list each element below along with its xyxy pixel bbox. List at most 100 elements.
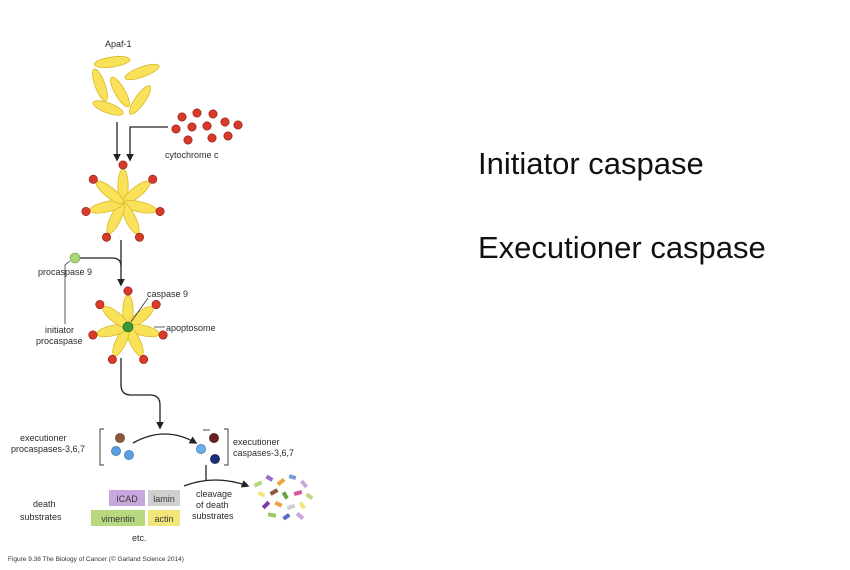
substrate-actin-box (148, 510, 180, 526)
fragment (305, 492, 314, 500)
cytochrome-c (171, 124, 181, 134)
cytochrome-c (202, 121, 212, 131)
cytochrome-c (155, 206, 165, 216)
cytochrome-c (158, 330, 168, 340)
cytochrome-c (148, 174, 158, 184)
cytochrome-c (183, 135, 193, 145)
arrow-cleavage (183, 479, 250, 488)
fragment (281, 491, 289, 500)
cleavage-label-2: of death (196, 500, 229, 510)
cytochrome-c (207, 133, 217, 143)
fragment (265, 474, 274, 482)
cytochrome-c (95, 300, 105, 310)
apaf1-monomer (124, 63, 160, 81)
fragment (286, 503, 296, 511)
procaspase-blue (124, 450, 134, 460)
procaspase-blue (111, 446, 121, 456)
exec-procaspases-bracket (99, 428, 104, 466)
substrate-lamin-box (148, 490, 180, 506)
fragment (269, 488, 279, 496)
substrate-lamin: lamin (153, 494, 175, 504)
death-substrates-label-2: substrates (20, 512, 62, 522)
cytochrome-c (123, 286, 133, 296)
fragment (253, 480, 263, 488)
fragment (257, 491, 266, 498)
cytochrome-c (139, 354, 149, 364)
initiator-procaspase-label-1: initiator (45, 325, 74, 335)
fragment (261, 500, 271, 510)
fragment (299, 479, 309, 489)
cytochrome-c (134, 232, 144, 242)
apoptosome-label: apoptosome (166, 323, 216, 333)
etc-label: etc. (132, 533, 147, 543)
figure-caption: Figure 9.38 The Biology of Cancer (© Gar… (8, 555, 184, 563)
substrate-icad: ICAD (116, 494, 138, 504)
apaf1-monomers (92, 56, 160, 116)
apaf1-monomer (92, 68, 108, 102)
cytochrome-c-label: cytochrome c (165, 150, 219, 160)
cytochrome-c (107, 354, 117, 364)
fragment (293, 490, 303, 496)
cytochrome-c (102, 232, 112, 242)
fragment (274, 500, 283, 508)
apaf1-monomer (93, 56, 131, 68)
apaf1-monomer (92, 100, 124, 116)
cytochrome-c (177, 112, 187, 122)
fragment (267, 512, 277, 518)
slide-item-initiator-caspase: Initiator caspase (478, 146, 704, 181)
cleaved-fragments (253, 474, 314, 521)
cleavage-label-3: substrates (192, 511, 234, 521)
initiator-procaspase-pointer (64, 260, 71, 324)
apoptosome-star-2 (88, 286, 168, 364)
caspase-navy (210, 454, 220, 464)
fragment (276, 477, 286, 487)
substrate-vimentin-box (91, 510, 145, 526)
arrow-cyto-down (126, 126, 168, 162)
apoptosome-star-1 (81, 160, 165, 242)
cytochrome-c (88, 174, 98, 184)
substrate-actin: actin (154, 514, 173, 524)
substrate-icad-box (109, 490, 145, 506)
exec-caspases-bracket (224, 428, 229, 466)
fragment (288, 474, 297, 480)
apaf1-monomer (129, 85, 151, 115)
cleavage-label-1: cleavage (196, 489, 232, 499)
cytochrome-c (208, 109, 218, 119)
cytochrome-c (220, 117, 230, 127)
exec-procaspases-label-2: procaspases-3,6,7 (11, 444, 85, 454)
substrate-vimentin: vimentin (101, 514, 135, 524)
apaf1-label: Apaf-1 (105, 39, 132, 49)
exec-caspases-label-1: executioner (233, 437, 280, 447)
arrow-exec-activation (132, 433, 198, 444)
initiator-procaspase-label-2: procaspase (36, 336, 83, 346)
slide-item-executioner-caspase: Executioner caspase (478, 230, 766, 265)
procaspase-9 (69, 252, 81, 264)
death-substrates-label-1: death (33, 499, 56, 509)
recruit-arrows (78, 240, 125, 287)
assembly-arrows (113, 122, 168, 162)
caspase-9-pointer (130, 297, 149, 323)
fragment (282, 513, 291, 521)
cytochrome-c (192, 108, 202, 118)
procaspase-brown (115, 433, 125, 443)
arrow-activation (120, 358, 164, 430)
caspase-9-label: caspase 9 (147, 289, 188, 299)
cytochrome-c (118, 160, 128, 170)
apaf1-monomer (110, 76, 130, 108)
cytochrome-c-dots (171, 108, 243, 145)
cytochrome-c (151, 300, 161, 310)
cytochrome-c (88, 330, 98, 340)
arrow-procaspase9-in (78, 257, 122, 267)
exec-caspases-label-2: caspases-3,6,7 (233, 448, 294, 458)
fragment (298, 501, 306, 510)
fragment (295, 511, 305, 521)
cytochrome-c (223, 131, 233, 141)
cytochrome-c (233, 120, 243, 130)
caspase-light-blue (196, 444, 206, 454)
caspase-dark-red (209, 433, 219, 443)
exec-procaspases-label-1: executioner (20, 433, 67, 443)
cytochrome-c (187, 122, 197, 132)
cytochrome-c (81, 206, 91, 216)
caspase-9-center (122, 321, 134, 333)
